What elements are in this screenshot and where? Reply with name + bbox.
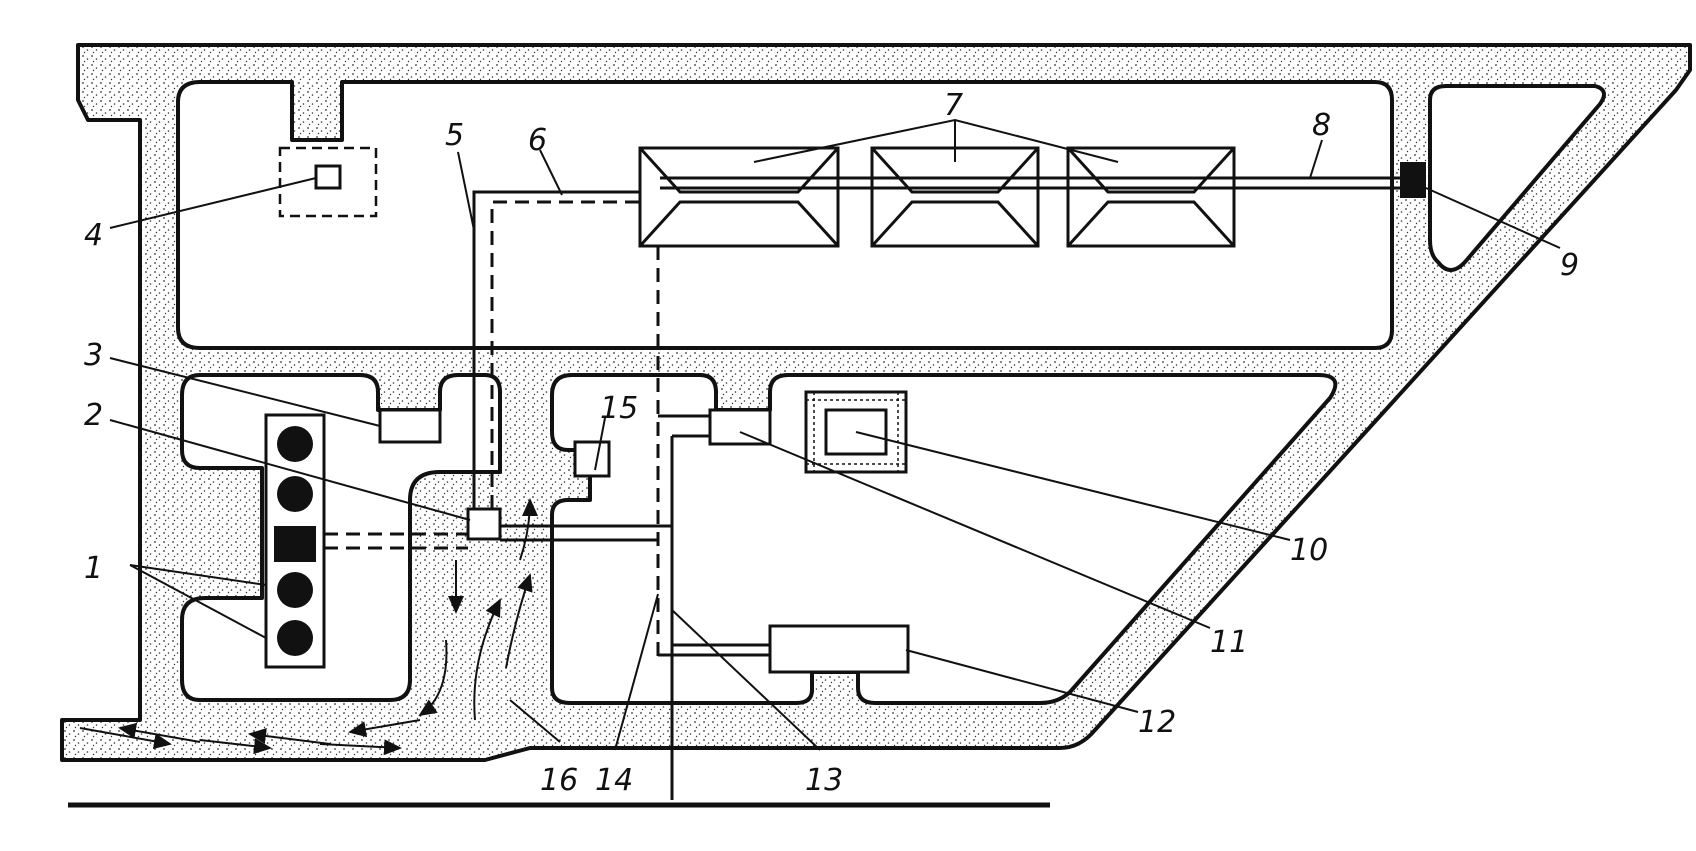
building-3 — [378, 408, 442, 444]
callout-14: 14 — [595, 763, 633, 798]
boiler-circle-d — [277, 620, 313, 656]
link-to-11 — [658, 414, 710, 438]
callout-7: 7 — [944, 88, 963, 123]
callout-6: 6 — [528, 123, 547, 158]
callout-9: 9 — [1560, 248, 1579, 283]
callout-1: 1 — [84, 551, 103, 586]
terminal-9 — [1400, 162, 1426, 198]
callout-11: 11 — [1210, 625, 1248, 660]
boiler-circle-a — [277, 426, 313, 462]
boiler-supply-line — [324, 532, 468, 550]
callout-3: 3 — [84, 338, 103, 373]
pipe-6-dashed — [490, 200, 640, 509]
pipe-5-outer — [472, 190, 640, 509]
callout-10: 10 — [1290, 533, 1328, 568]
callout-5: 5 — [445, 118, 464, 153]
building-15 — [573, 440, 611, 478]
callout-4: 4 — [84, 218, 103, 253]
callout-2: 2 — [84, 398, 103, 433]
central-block — [550, 373, 1338, 705]
callout-15: 15 — [600, 391, 638, 426]
building-12 — [768, 624, 910, 674]
boiler-circle-b — [277, 476, 313, 512]
conveyor-8 — [660, 176, 1400, 190]
building-11 — [708, 408, 772, 446]
line-13-12 — [658, 643, 770, 657]
boiler-circle-c — [277, 572, 313, 608]
callout-16: 16 — [540, 763, 578, 798]
leader-lines — [109, 118, 1561, 751]
small-box-4 — [314, 164, 342, 190]
warehouse-group-7 — [638, 146, 1236, 248]
callout-8: 8 — [1312, 108, 1331, 143]
distribution-box-2 — [466, 507, 502, 541]
triangle-block — [1428, 84, 1606, 272]
callout-12: 12 — [1138, 705, 1176, 740]
boiler-square — [274, 526, 316, 562]
traffic-arrows-16 — [79, 498, 538, 756]
dashed-building-4 — [278, 146, 378, 218]
callout-13: 13 — [805, 763, 843, 798]
